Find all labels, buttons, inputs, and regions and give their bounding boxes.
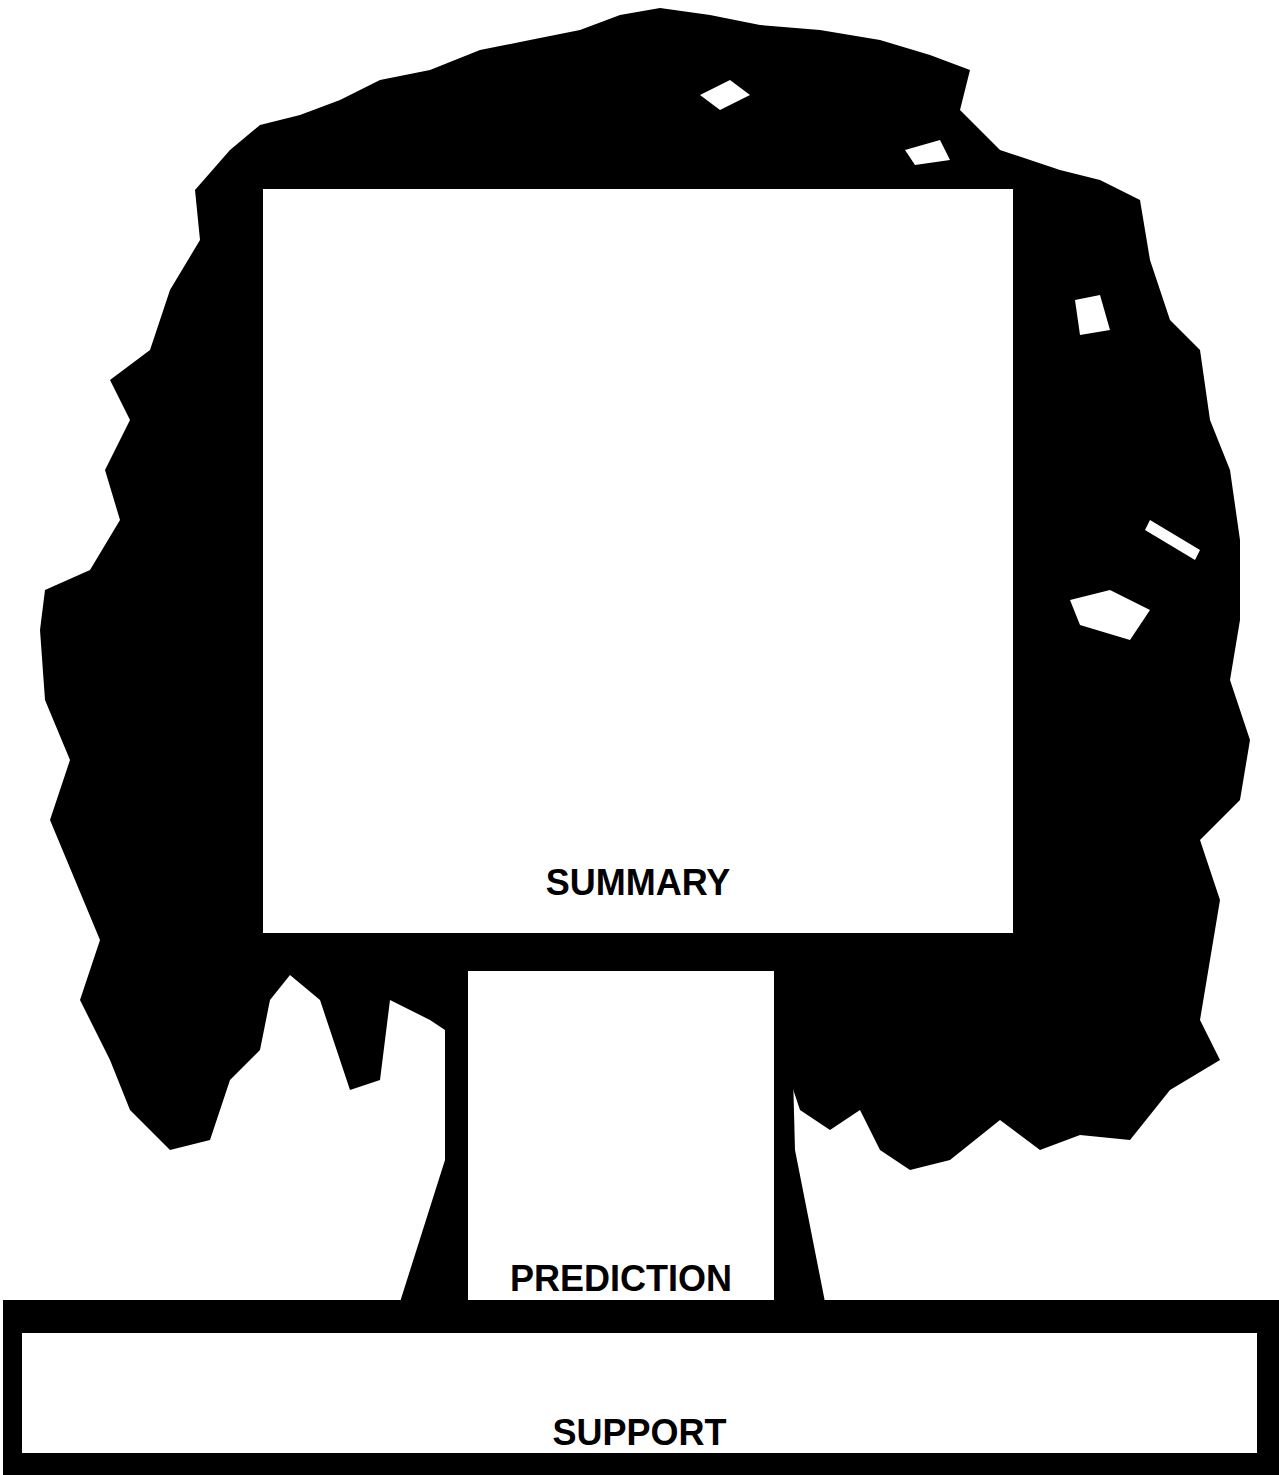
prediction-box: PREDICTION (468, 971, 774, 1302)
box-label: SUPPORT (552, 1415, 726, 1451)
summary-box: SUMMARY (263, 189, 1013, 933)
box-label: PREDICTION (510, 1261, 732, 1297)
tree-trunk (400, 960, 825, 1302)
support-box: SUPPORT (3, 1300, 1279, 1475)
box-label: SUMMARY (546, 865, 731, 901)
